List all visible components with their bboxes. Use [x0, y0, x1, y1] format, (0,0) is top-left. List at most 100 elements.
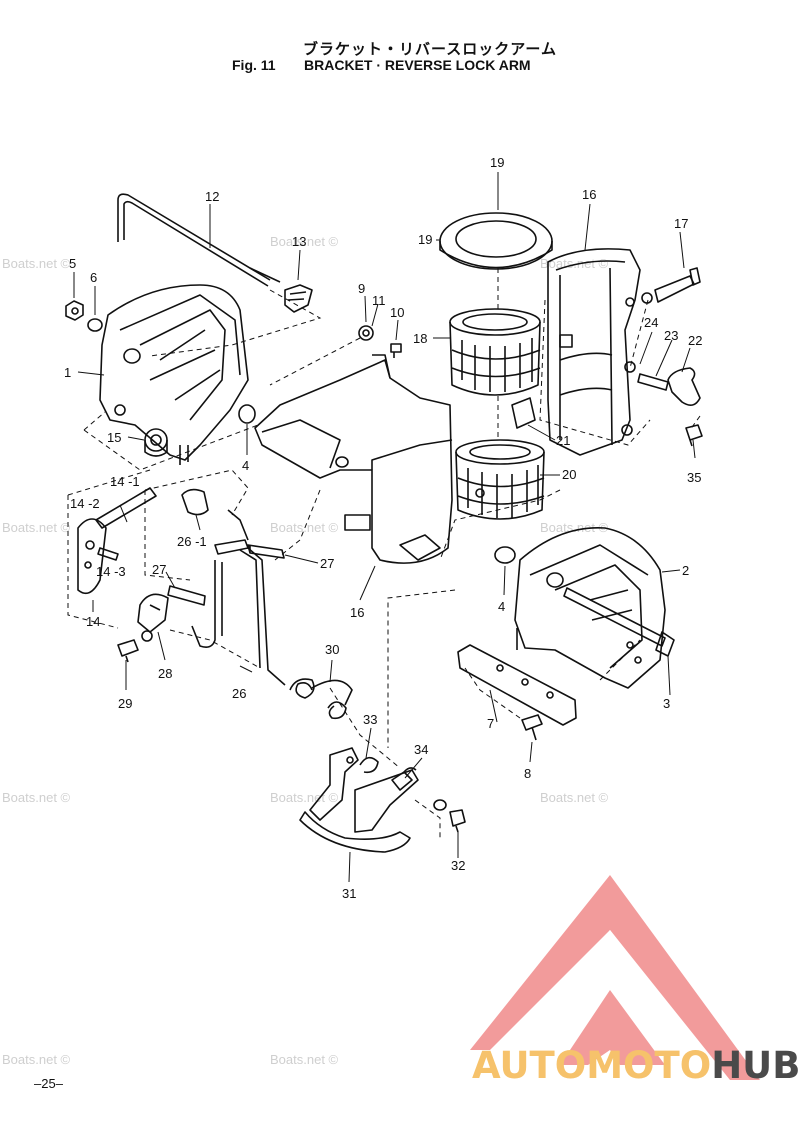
part-spring-33 [359, 756, 379, 774]
part-bracket-left-1 [99, 284, 249, 465]
callout-labels: 12 13 5 6 9 11 10 1 15 4 19 19 16 17 18 … [64, 155, 702, 901]
callout-6: 6 [90, 270, 97, 285]
part-bracket-28 [137, 593, 169, 633]
part-screw-24 [637, 373, 669, 391]
part-nipple-35 [685, 424, 703, 447]
callout-2: 2 [682, 563, 689, 578]
part-screw-10 [390, 343, 402, 358]
watermark: Boats.net © [270, 1052, 339, 1067]
watermark: Boats.net © [2, 1052, 71, 1067]
callout-29: 29 [118, 696, 132, 711]
callout-8: 8 [524, 766, 531, 781]
part-lever-14-2 [77, 518, 107, 595]
callout-34: 34 [414, 742, 428, 757]
callout-4b: 4 [498, 599, 505, 614]
callout-25: 24 [644, 315, 658, 330]
part-pin-14-3 [97, 547, 119, 561]
callout-35: 35 [687, 470, 701, 485]
watermark: Boats.net © [540, 256, 609, 271]
part-rod-12 [117, 193, 281, 287]
part-pin-27a [247, 544, 285, 559]
callout-14-3: 14 -3 [96, 564, 126, 579]
callout-21a: 19 [490, 155, 504, 170]
part-bushing-9 [358, 325, 374, 341]
logo-word-part2: HUB [711, 1044, 800, 1087]
callout-14-1: 14 -1 [110, 474, 140, 489]
part-pin-27b [167, 585, 206, 606]
callout-33: 33 [363, 712, 377, 727]
callout-23: 22 [688, 333, 702, 348]
logo-word-part1: AUTOMOTO [472, 1044, 712, 1087]
callout-21b: 19 [418, 232, 432, 247]
callout-14: 14 [86, 614, 100, 629]
page-number: –25– [34, 1076, 63, 1091]
part-bearing-19 [449, 308, 541, 396]
part-bushing-15 [144, 428, 168, 457]
part-swivel-bracket-16 [254, 354, 453, 564]
part-bracket-right-2 [514, 526, 666, 689]
watermark: Boats.net © [540, 790, 609, 805]
part-spring-30 [289, 678, 353, 720]
figure-title: BRACKET · REVERSE LOCK ARM [304, 57, 531, 73]
callout-32: 32 [451, 858, 465, 873]
part-washer-4b [494, 546, 516, 564]
callout-1: 1 [64, 365, 71, 380]
part-bolt-14-1 [95, 487, 157, 529]
callout-28: 28 [158, 666, 172, 681]
callout-17: 16 [582, 187, 596, 202]
part-washer-32 [433, 799, 447, 811]
callout-10: 10 [390, 305, 404, 320]
callout-16: 16 [350, 605, 364, 620]
callout-27a: 27 [320, 556, 334, 571]
part-nut-5 [65, 300, 84, 321]
callout-20: 20 [562, 467, 576, 482]
callout-3: 3 [663, 696, 670, 711]
watermark: Boats.net © [2, 256, 71, 271]
part-seal-21 [439, 212, 553, 270]
part-plate-7 [457, 644, 577, 726]
watermark: Boats.net © [540, 520, 609, 535]
part-bearing-20 [455, 439, 545, 520]
part-pin-26-1 [181, 488, 209, 516]
automotohub-logo [470, 875, 760, 1080]
callout-11: 11 [372, 293, 386, 308]
callout-4a: 4 [242, 458, 249, 473]
callout-15: 15 [107, 430, 121, 445]
part-bolt-32 [449, 809, 466, 833]
watermark: Boats.net © [270, 234, 339, 249]
part-washer-4a [238, 404, 256, 424]
callout-24: 23 [664, 328, 678, 343]
figure-label: Fig. 11 [232, 57, 276, 73]
watermark: Boats.net © [2, 520, 71, 535]
callout-9: 9 [358, 281, 365, 296]
callout-12: 12 [205, 189, 219, 204]
watermark: Boats.net © [2, 790, 71, 805]
callout-26: 26 [232, 686, 246, 701]
callout-5: 5 [69, 256, 76, 271]
part-washer-6 [87, 318, 103, 332]
part-washer-25 [624, 361, 636, 373]
part-spring-34 [391, 767, 417, 791]
part-bolt-29 [117, 639, 139, 663]
callout-22: 21 [556, 433, 570, 448]
part-lock-arm-31 [299, 747, 419, 853]
watermark: Boats.net © [270, 790, 339, 805]
callout-30: 30 [325, 642, 339, 657]
part-block-22 [511, 397, 536, 429]
callout-14-2: 14 -2 [70, 496, 100, 511]
part-bolt-3 [563, 587, 675, 657]
title-japanese: ブラケット・リバースロックアーム [303, 41, 557, 58]
leader-lines [73, 172, 696, 883]
callout-13: 13 [292, 234, 306, 249]
watermark: Boats.net © [270, 520, 339, 535]
part-bushing-13 [284, 284, 313, 313]
part-housing-17 [547, 248, 641, 456]
logo-wordmark: AUTOMOTOHUB [472, 1044, 800, 1087]
callout-27b: 27 [152, 562, 166, 577]
callout-19: 18 [413, 331, 427, 346]
callout-26-1: 26 -1 [177, 534, 207, 549]
part-washer-29 [141, 630, 153, 642]
callout-18: 17 [674, 216, 688, 231]
callout-7: 7 [487, 716, 494, 731]
